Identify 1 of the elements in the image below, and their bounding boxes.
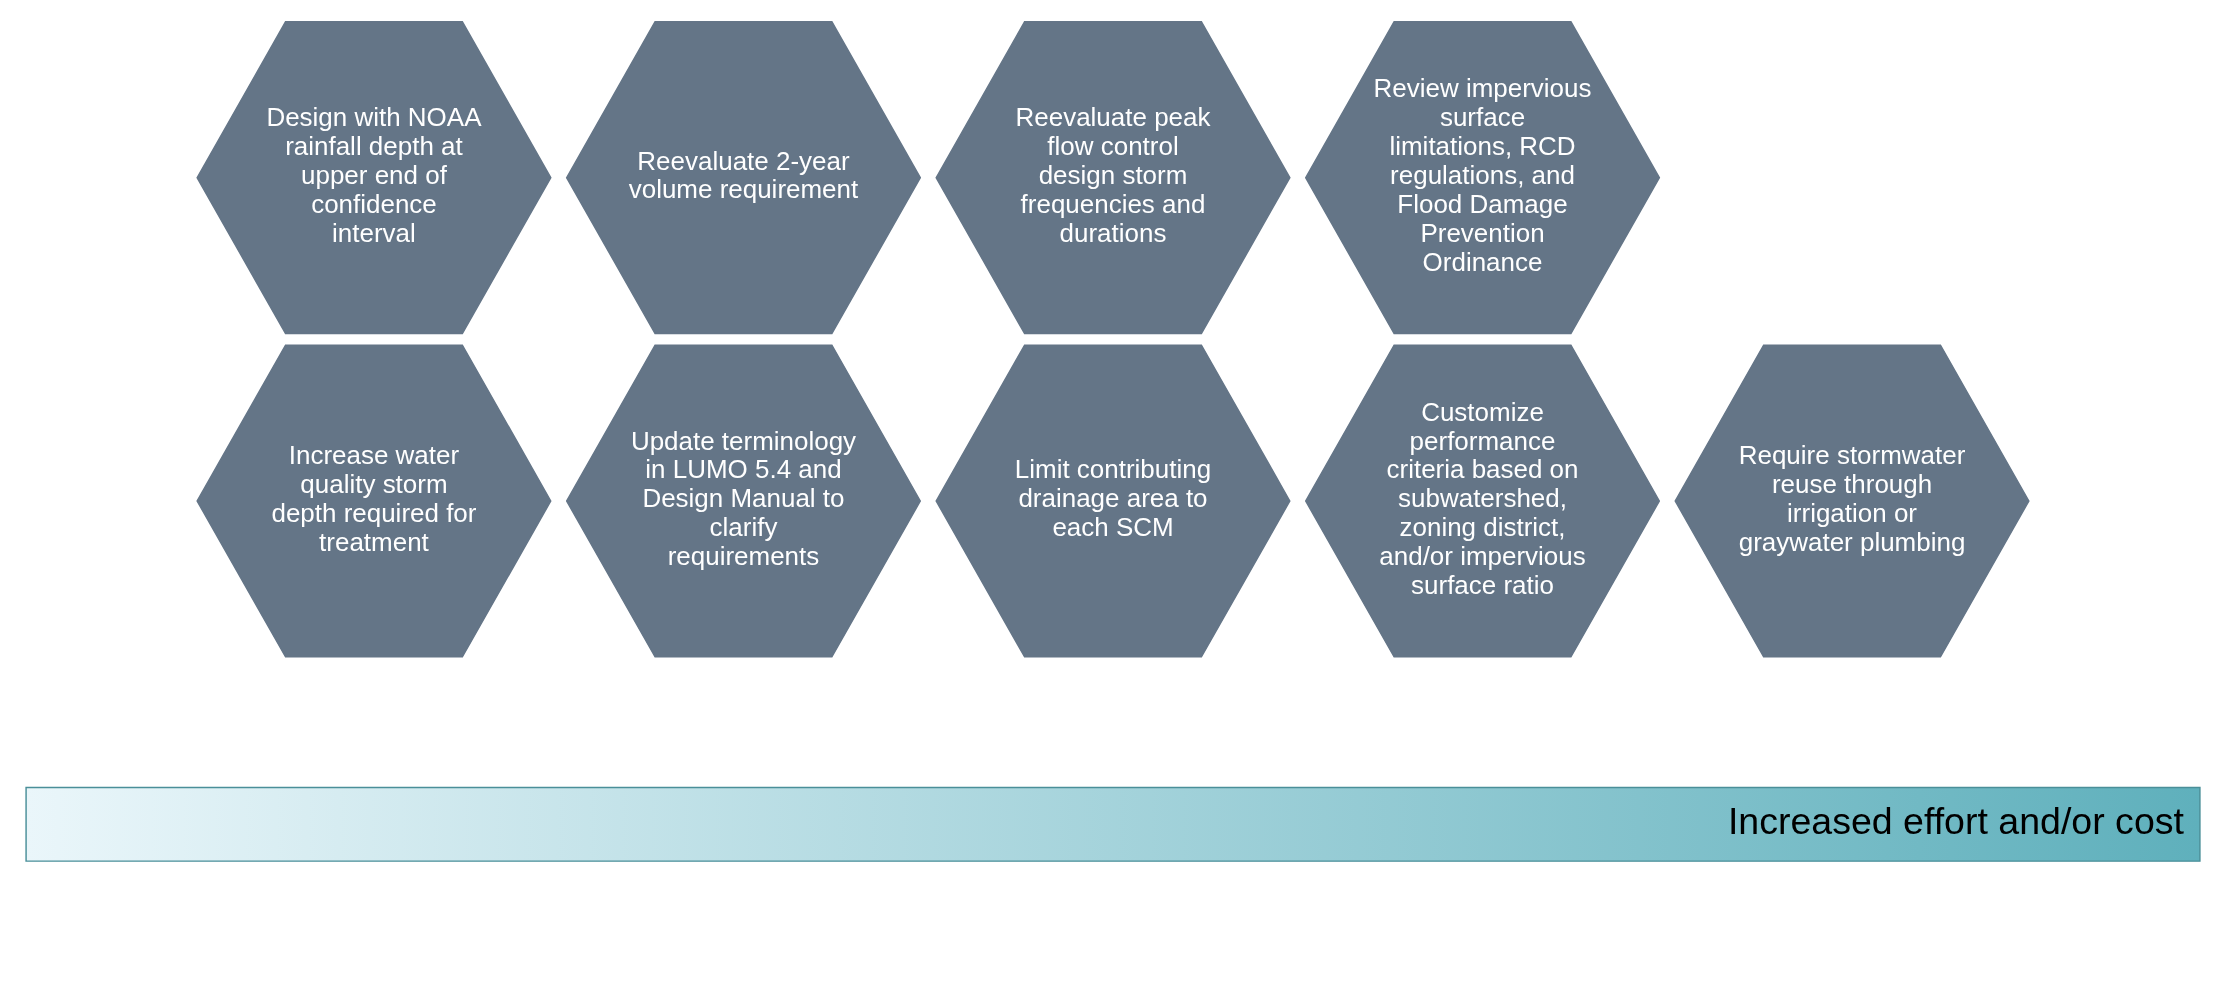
label: Increased effort and/or cost: [1727, 800, 2184, 843]
